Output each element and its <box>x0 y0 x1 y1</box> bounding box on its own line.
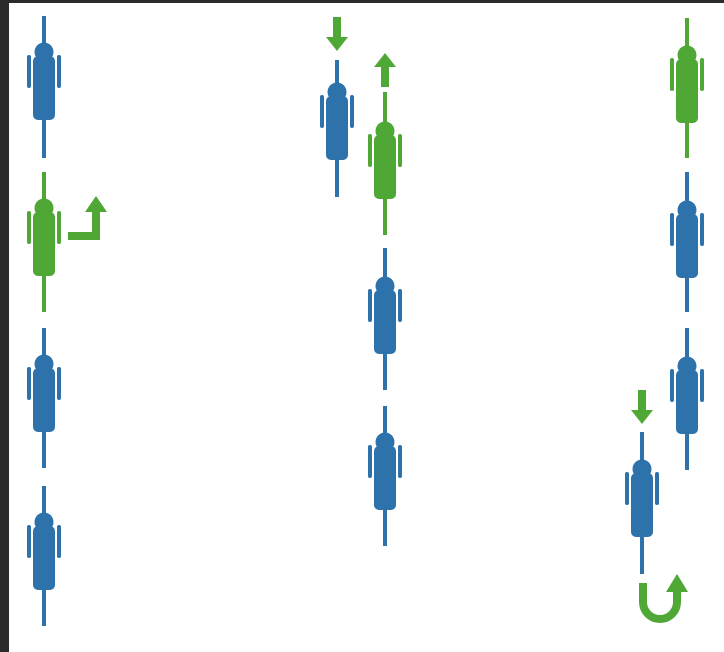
cyclist-turning <box>27 172 61 312</box>
rider-torso <box>676 59 698 123</box>
cyclist <box>320 60 354 197</box>
rider-torso <box>374 135 396 199</box>
left-arm <box>670 369 674 402</box>
left-arm <box>27 525 31 558</box>
arrow-shaft <box>639 583 681 623</box>
right-arm <box>57 367 61 400</box>
right-arm <box>700 213 704 246</box>
cyclist <box>670 328 704 470</box>
rider-head <box>34 42 54 62</box>
rider-head <box>677 356 697 376</box>
rider-torso <box>631 473 653 537</box>
cyclist <box>27 328 61 468</box>
left-arm <box>368 134 372 167</box>
right-arm <box>700 58 704 91</box>
left-arm <box>625 472 629 505</box>
up-arrow-icon <box>374 53 396 87</box>
right-arm <box>655 472 659 505</box>
rider-head <box>632 459 652 479</box>
arrow-shaft <box>68 210 100 240</box>
right-arm <box>398 445 402 478</box>
arrow-head <box>631 410 653 424</box>
left-arm <box>368 445 372 478</box>
rider-head <box>34 512 54 532</box>
rider-torso <box>374 446 396 510</box>
right-arm <box>700 369 704 402</box>
arrow-head <box>326 37 348 51</box>
right-arm <box>57 525 61 558</box>
left-arm <box>27 55 31 88</box>
cyclist <box>27 16 61 158</box>
cyclist <box>27 486 61 626</box>
rider-torso <box>676 370 698 434</box>
rider-head <box>375 276 395 296</box>
rider-head <box>375 432 395 452</box>
right-arm <box>57 55 61 88</box>
cyclist <box>670 172 704 312</box>
window-border-top <box>0 0 724 3</box>
arrow-head <box>85 196 107 212</box>
rider-torso <box>33 368 55 432</box>
rider-torso <box>374 290 396 354</box>
turn-right-arrow-icon <box>68 196 107 240</box>
rider-torso <box>33 212 55 276</box>
window-border-left <box>0 0 9 652</box>
cyclist <box>368 248 402 390</box>
cyclist <box>368 92 402 235</box>
left-arm <box>27 367 31 400</box>
rider-head <box>375 121 395 141</box>
left-arm <box>27 211 31 244</box>
left-arm <box>670 213 674 246</box>
cyclist <box>368 406 402 546</box>
left-arm <box>368 289 372 322</box>
down-arrow-icon <box>631 390 653 424</box>
right-arm <box>350 95 354 128</box>
arrow-shaft <box>381 67 389 87</box>
rider-head <box>34 198 54 218</box>
left-arm <box>320 95 324 128</box>
rider-head <box>327 82 347 102</box>
rider-head <box>34 354 54 374</box>
u-turn-arrow-icon <box>639 574 688 623</box>
arrow-shaft <box>333 17 341 37</box>
left-arm <box>670 58 674 91</box>
rider-torso <box>33 56 55 120</box>
right-arm <box>57 211 61 244</box>
rider-head <box>677 45 697 65</box>
down-arrow-icon <box>326 17 348 51</box>
arrow-head <box>666 574 688 592</box>
right-arm <box>398 134 402 167</box>
arrow-head <box>374 53 396 67</box>
cyclist <box>670 18 704 158</box>
rider-torso <box>326 96 348 160</box>
arrow-shaft <box>638 390 646 410</box>
rider-torso <box>33 526 55 590</box>
right-arm <box>398 289 402 322</box>
rider-torso <box>676 214 698 278</box>
rider-head <box>677 200 697 220</box>
cyclist <box>625 432 659 574</box>
